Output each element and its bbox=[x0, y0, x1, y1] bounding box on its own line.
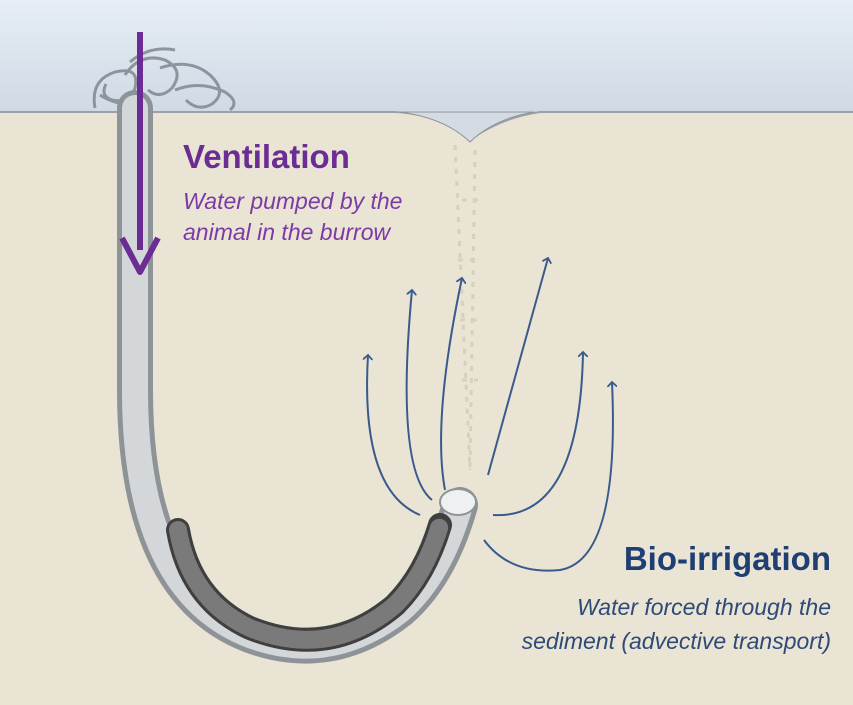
bio-irrigation-arrows bbox=[367, 258, 613, 572]
flow-arrow bbox=[440, 278, 462, 491]
flow-arrow bbox=[492, 352, 583, 517]
flow-arrow bbox=[483, 382, 613, 572]
ventilation-description: Water pumped by the animal in the burrow bbox=[183, 186, 402, 248]
ventilation-description-line-2: animal in the burrow bbox=[183, 219, 391, 245]
bio-irrigation-title: Bio-irrigation bbox=[623, 540, 831, 577]
burrow-opening bbox=[439, 488, 477, 516]
flow-arrow bbox=[405, 290, 433, 501]
bio-irrigation-description-line-1: Water forced through the bbox=[577, 594, 831, 620]
worm-segments bbox=[169, 516, 449, 649]
feeding-funnel bbox=[399, 111, 536, 143]
ventilation-description-line-1: Water pumped by the bbox=[183, 188, 403, 214]
bio-irrigation-description: Water forced through the sediment (advec… bbox=[522, 590, 831, 658]
ventilation-title: Ventilation bbox=[183, 138, 350, 175]
bio-irrigation-description-line-2: sediment (advective transport) bbox=[521, 628, 831, 654]
sediment-disturbance bbox=[453, 144, 480, 471]
flow-arrow bbox=[367, 355, 421, 516]
flow-arrow bbox=[487, 258, 548, 476]
ventilation-arrow bbox=[119, 32, 161, 275]
